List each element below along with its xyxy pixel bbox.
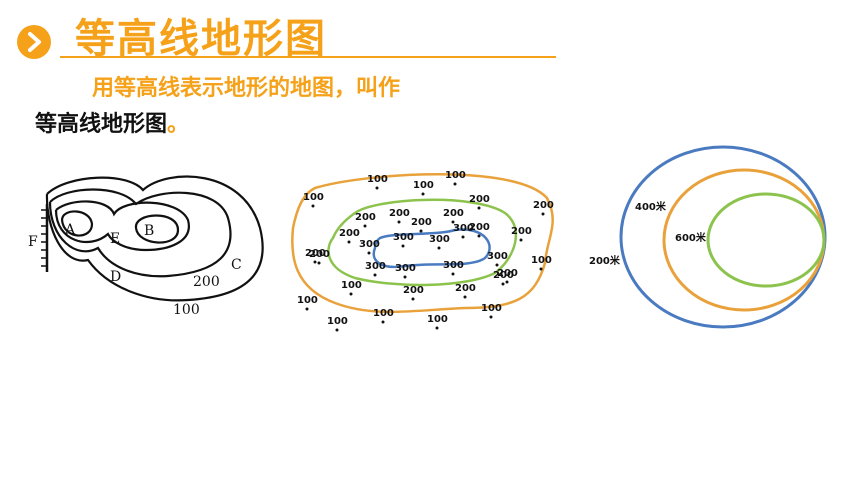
elevation-label: 200 [533,200,554,211]
label-400m: 400米 [635,200,667,213]
contour-100-outer [45,175,264,302]
elevation-point [401,244,405,248]
elevation-label: 100 [327,316,348,327]
elevation-label: 100 [445,170,466,181]
elevation-point [501,282,505,286]
elevation-point [403,275,407,279]
contour-middle [54,200,190,252]
elevation-point [363,224,367,228]
elevation-label: 100 [427,314,448,325]
page-title: 等高线地形图 [75,16,327,62]
contour-600m [706,192,826,288]
contour-peak-a [60,210,94,237]
elevation-point [505,280,509,284]
elevation-label: 200 [511,226,532,237]
label-600m: 600米 [675,231,707,244]
elevation-label: 200 [309,249,330,260]
elevation-point [477,234,481,238]
elevation-point [539,267,543,271]
elevation-label: 100 [297,295,318,306]
elevation-point [347,240,351,244]
contour-100 [291,173,554,314]
elevation-point [335,328,339,332]
definition-period: 。 [167,112,190,137]
elevation-point [367,251,371,255]
label-d: D [110,269,121,285]
nested-contour-figure: 200米 400米 600米 [589,145,827,329]
elevation-label: 100 [481,303,502,314]
elevation-point [451,272,455,276]
label-b: B [144,223,154,239]
elevation-label: 200 [469,222,490,233]
definition-term: 等高线地形图 [35,112,168,137]
elevation-label: 200 [305,248,326,259]
label-100: 100 [173,302,200,318]
elevation-point [373,273,377,277]
elevation-point [451,220,455,224]
contour-200 [327,198,518,287]
elevation-label: 200 [389,208,410,219]
elevation-label: 200 [355,212,376,223]
elevation-point [489,315,493,319]
label-200: 200 [193,274,220,290]
definition-line-2: 等高线地形图。 [35,106,189,138]
elevation-label: 100 [373,308,394,319]
contour-sketch-figure: A B E F C D 200 100 [28,175,264,318]
elevation-point [311,204,315,208]
elevation-label: 300 [453,223,474,234]
elevation-label: 200 [493,270,514,281]
elevation-point [397,220,401,224]
label-a: A [64,222,76,238]
elevation-point [375,186,379,190]
elevation-label: 200 [455,283,476,294]
contour-peak-b [134,214,180,244]
elevation-label: 100 [341,280,362,291]
elevation-label: 300 [395,263,416,274]
elevation-label: 100 [531,255,552,266]
elevation-point [519,238,523,242]
elevation-label: 200 [339,228,360,239]
elevation-point [349,292,353,296]
elevation-point [313,260,317,264]
elevation-point [463,295,467,299]
label-200m: 200米 [589,254,621,267]
contour-200 [48,188,232,278]
label-f: F [28,234,38,250]
elevation-point [421,192,425,196]
elevation-label: 200 [443,208,464,219]
elevation-label: 300 [359,239,380,250]
elevation-label: 100 [367,174,388,185]
elevation-label: 300 [443,260,464,271]
elevation-label: 200 [403,285,424,296]
elevation-point [381,320,385,324]
elevation-label: 200 [469,194,490,205]
elevation-point [541,212,545,216]
elevation-label: 300 [365,261,386,272]
elevation-point [453,182,457,186]
chevron-right-icon [17,25,51,59]
elevation-point [435,326,439,330]
elevation-label: 300 [429,234,450,245]
elevation-point [419,229,423,233]
label-c: C [231,257,242,273]
contour-200m [619,145,827,329]
elevation-point [305,307,309,311]
elevation-label: 200 [411,217,432,228]
elevation-point [317,261,321,265]
definition-line-1: 用等高线表示地形的地图，叫作 [92,76,401,101]
elevation-label: 100 [303,192,324,203]
elevation-point [461,235,465,239]
elevation-point [437,246,441,250]
elevation-point [477,206,481,210]
title-underline [60,56,556,58]
label-e: E [110,231,120,247]
elevation-label: 300 [487,251,508,262]
elevation-label: 200 [497,268,518,279]
elevation-label: 100 [413,180,434,191]
elevation-point [411,297,415,301]
elevation-point [495,263,499,267]
elevation-label: 300 [393,232,414,243]
contour-300 [372,228,491,269]
